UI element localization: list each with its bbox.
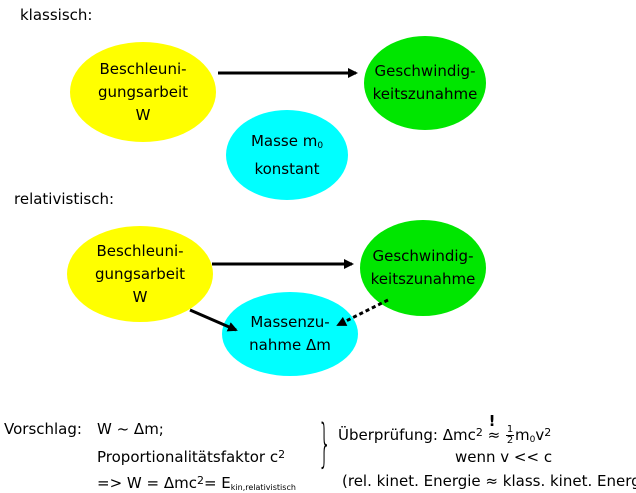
classic-work-line3: W bbox=[135, 105, 151, 124]
classic-mass-node: Masse m0 konstant bbox=[226, 110, 348, 200]
classic-mass-line1: Masse m0 bbox=[250, 131, 324, 151]
rel-speed-line2: keitszunahme bbox=[370, 270, 476, 288]
note-line: (rel. kinet. Energie ≈ klass. kinet. Ene… bbox=[342, 472, 636, 490]
rel-speed-to-mass-dotted-arrow bbox=[336, 298, 389, 327]
classic-speed-line2: keitszunahme bbox=[372, 85, 478, 103]
proposal-line3: => W = Δmc2= Ekin,relativistisch bbox=[97, 474, 296, 492]
relativistic-work-node: Beschleuni- gungsarbeit W bbox=[67, 226, 213, 322]
relativistic-heading: relativistisch: bbox=[14, 190, 115, 208]
rel-mass-line1: Massenzu- bbox=[250, 313, 330, 331]
classic-work-line1: Beschleuni- bbox=[99, 59, 187, 78]
proposal-line2: Proportionalitätsfaktor c2 bbox=[97, 448, 286, 466]
classic-work-line2: gungsarbeit bbox=[97, 82, 189, 101]
classic-speed-node: Geschwindig- keitszunahme bbox=[364, 36, 486, 130]
classic-work-node: Beschleuni- gungsarbeit W bbox=[70, 42, 216, 142]
classic-heading: klassisch: bbox=[20, 6, 93, 24]
brace: } bbox=[318, 414, 332, 474]
rel-work-line2: gungsarbeit bbox=[94, 264, 186, 283]
relativistic-mass-node: Massenzu- nahme Δm bbox=[222, 292, 358, 376]
rel-work-to-mass-arrow bbox=[189, 308, 238, 332]
rel-speed-line1: Geschwindig- bbox=[372, 247, 474, 265]
approx-symbol: !≈ bbox=[487, 412, 501, 444]
relativistic-speed-node: Geschwindig- keitszunahme bbox=[360, 220, 486, 316]
rel-mass-line2: nahme Δm bbox=[249, 336, 331, 354]
rel-work-line3: W bbox=[132, 287, 148, 306]
proposal-label: Vorschlag: bbox=[4, 420, 82, 438]
rel-work-line1: Beschleuni- bbox=[96, 241, 184, 260]
proposal-line1: W ~ Δm; bbox=[97, 420, 164, 438]
classic-mass-line2: konstant bbox=[254, 159, 320, 178]
classic-speed-line1: Geschwindig- bbox=[374, 62, 476, 80]
condition-line: wenn v << c bbox=[455, 448, 553, 466]
